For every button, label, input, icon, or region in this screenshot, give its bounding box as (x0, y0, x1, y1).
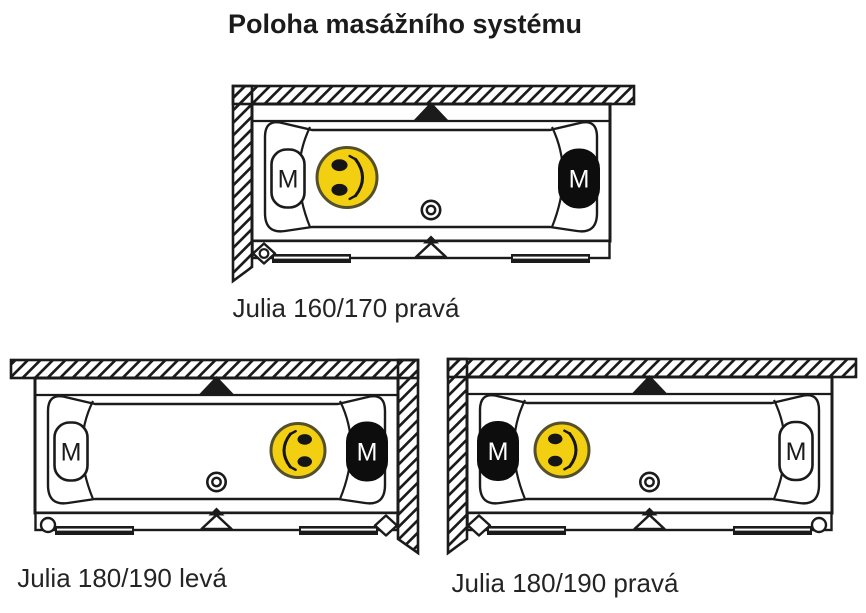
wall-side-hatch (446, 357, 469, 556)
massage-system-marker (477, 421, 519, 481)
drain-icon (206, 471, 228, 493)
headrest-marker-letter: M (61, 439, 82, 467)
diagram-label-julia-160-170-prava: Julia 160/170 pravá (232, 293, 460, 323)
wall-top-hatch (9, 358, 420, 380)
person-position-smiley-icon (533, 421, 591, 479)
person-position-smiley-icon (315, 146, 379, 209)
massage-system-marker-letter: M (357, 439, 378, 467)
center-marker-cap-bottom (641, 507, 658, 516)
center-marker-triangle-top (198, 376, 235, 395)
person-position-smiley-icon (269, 422, 327, 479)
corner-diamond-circle-left (258, 248, 270, 259)
corner-circle-marker-right (810, 516, 828, 534)
massage-system-marker (558, 148, 600, 209)
massage-system-marker-letter: M (488, 438, 509, 466)
center-marker-triangle-top (631, 375, 668, 394)
corner-circle-marker-left (39, 516, 57, 534)
center-marker-cap-bottom (208, 507, 225, 516)
wall-top-hatch (231, 84, 636, 106)
apron-rail-stripe (301, 528, 376, 531)
drain-icon-inner (425, 204, 437, 216)
drain-icon-inner (211, 476, 222, 488)
massage-system-marker-letter: M (569, 166, 590, 194)
drain-icon (420, 199, 442, 221)
drain-icon (639, 471, 661, 493)
drain-icon-inner (644, 476, 655, 488)
center-marker-triangle-bottom (633, 513, 666, 531)
corner-diamond-marker-right (373, 514, 399, 537)
headrest-marker (778, 420, 814, 482)
apron-rail-stripe (57, 528, 132, 531)
page-title: Poloha masážního systému (227, 9, 583, 39)
apron-rail-stripe (513, 256, 588, 259)
headrest-marker-letter: M (278, 166, 299, 194)
center-marker-cap-bottom (423, 235, 439, 244)
headrest-marker (53, 421, 89, 482)
wall-side-hatch (231, 84, 254, 284)
headrest-marker (270, 148, 306, 209)
diagram-label-julia-180-190-prava: Julia 180/190 pravá (451, 568, 679, 598)
wall-side-hatch (396, 358, 420, 556)
corner-diamond-marker-left (466, 514, 492, 537)
apron-rail-stripe (274, 256, 349, 259)
apron-rail-stripe (489, 528, 564, 531)
bathtub-plan-2: MM (446, 357, 858, 556)
center-marker-triangle-bottom (414, 241, 448, 259)
wall-top-hatch (446, 357, 858, 379)
center-marker-triangle-top (413, 102, 449, 121)
center-marker-triangle-bottom (200, 513, 233, 531)
headrest-marker-letter: M (786, 438, 807, 466)
diagram-label-julia-180-190-leva: Julia 180/190 levá (17, 563, 227, 593)
massage-system-marker (346, 421, 388, 482)
apron-rail-stripe (735, 528, 810, 531)
